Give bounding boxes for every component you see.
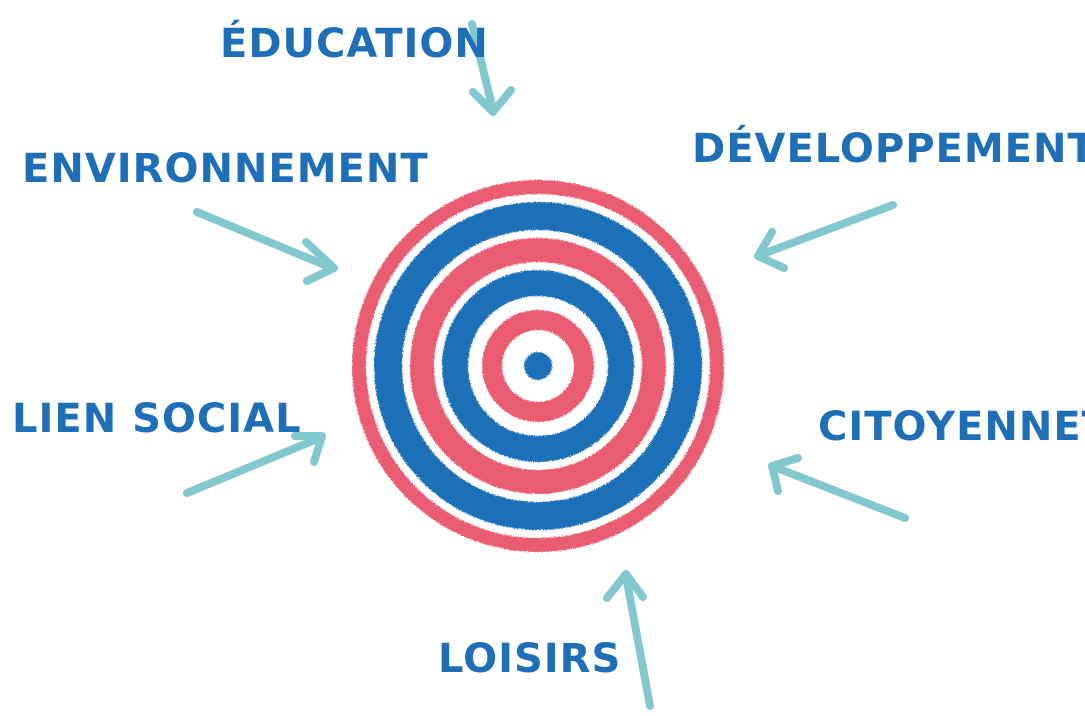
arrow-citoyennete	[768, 454, 909, 522]
label-lien-social: LIEN SOCIAL	[12, 396, 302, 442]
arrow-education	[468, 20, 515, 116]
label-education: ÉDUCATION	[220, 19, 489, 67]
label-loisirs: LOISIRS	[438, 636, 621, 682]
arrow-developpement	[754, 201, 897, 272]
target-icon	[352, 180, 724, 552]
label-environnement: ENVIRONNEMENT	[22, 146, 429, 192]
arrow-loisirs	[603, 570, 654, 710]
arrow-lien-social	[183, 432, 326, 497]
label-citoyennete: CITOYENNETÉ	[818, 402, 1085, 450]
label-developpement: DÉVELOPPEMENT	[692, 124, 1085, 172]
arrow-environnement	[193, 208, 338, 285]
